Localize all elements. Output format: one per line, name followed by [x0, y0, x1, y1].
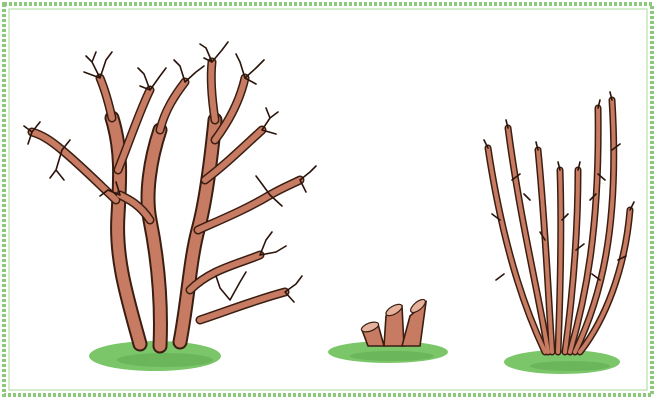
ground-shadow — [350, 351, 434, 361]
ground-shadow — [530, 361, 610, 371]
frame-border — [4, 4, 652, 395]
shrub-branches — [24, 42, 316, 346]
ground-shadow — [117, 353, 213, 367]
regrown-shrub — [484, 92, 634, 374]
hard-pruned-stumps — [328, 297, 448, 363]
stump-cluster — [360, 297, 427, 346]
overgrown-shrub — [24, 42, 316, 371]
new-shoots — [484, 92, 634, 352]
